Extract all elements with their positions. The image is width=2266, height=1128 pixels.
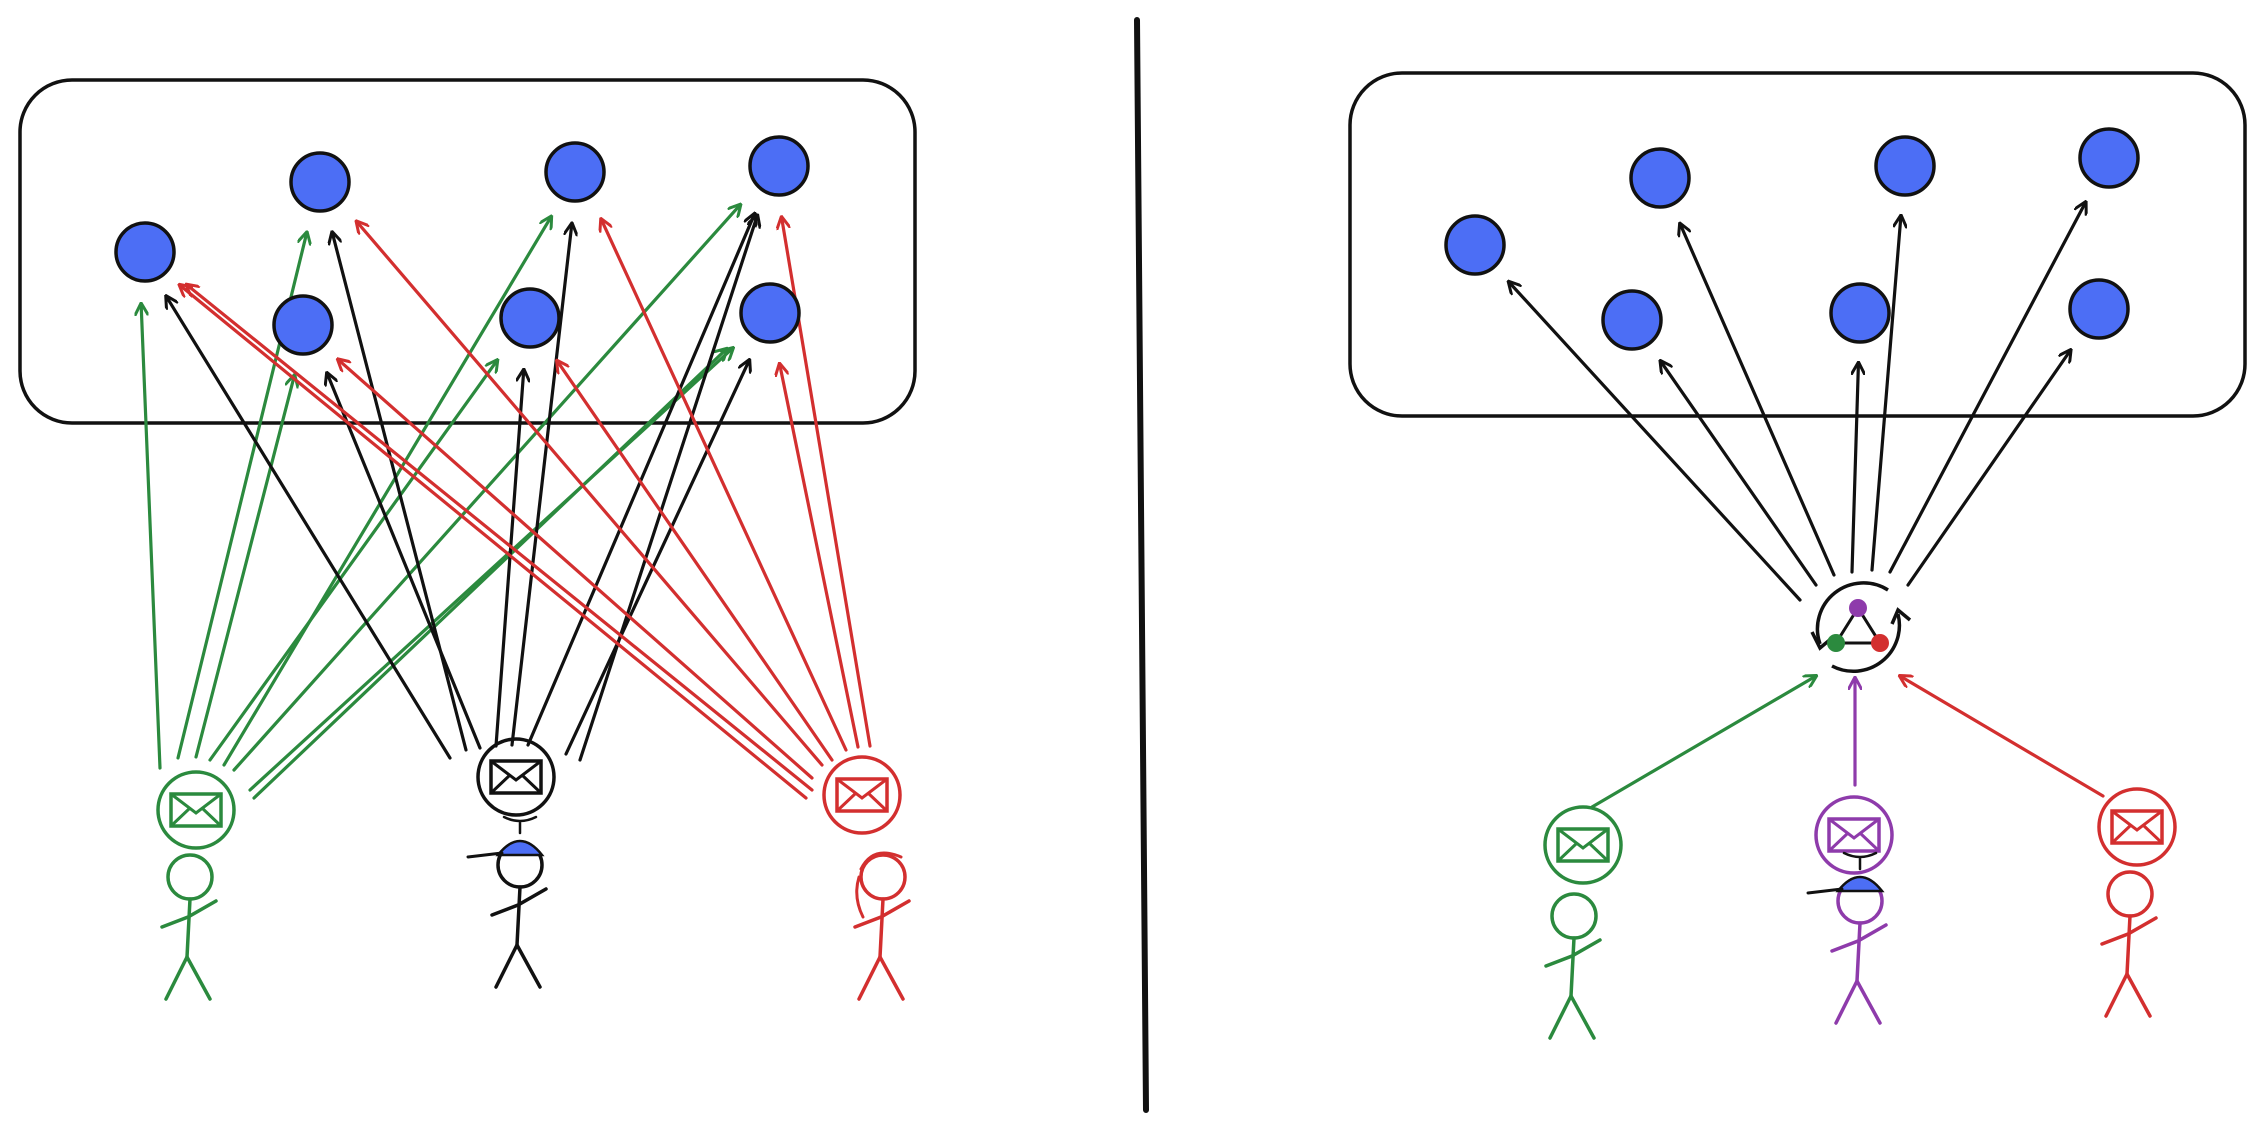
left-node-6: [748, 135, 810, 197]
fanout-arrow-4: [1850, 363, 1858, 574]
node-cluster-box: [1348, 71, 2247, 418]
broadcast-arrows: [141, 205, 872, 800]
right-node-5: [1829, 282, 1891, 344]
red-sender-arrow-4: [557, 361, 834, 762]
consensus-cycle-icon: [1810, 581, 1912, 674]
left-node-4: [544, 141, 606, 203]
black-sender-arrow-4: [494, 370, 524, 748]
senders: [1543, 787, 2177, 1040]
green-sender-arrow-4: [208, 360, 497, 762]
black-sender: [466, 737, 556, 989]
mail-icon: [1814, 795, 1894, 875]
right-node-4: [1874, 135, 1936, 197]
black-sender-arrow-5: [510, 224, 572, 747]
propeller-cap-icon: [466, 815, 545, 859]
black-sender-arrow-6: [526, 214, 755, 747]
panel-divider: [1134, 17, 1149, 1113]
user-figure: [2100, 870, 2158, 1018]
red-sender: [822, 755, 911, 1001]
green-sender-arrow-5: [222, 217, 551, 767]
right-node-2: [1629, 147, 1691, 209]
left-panel: [18, 78, 917, 1001]
fanout-arrow-3: [1680, 224, 1836, 577]
green-sender-arrow-6: [232, 205, 740, 772]
black-sender-arrow-1: [166, 296, 452, 760]
aggregated-arrows: [1509, 202, 2105, 809]
user-figure: [1544, 892, 1602, 1040]
left-node-1: [114, 221, 176, 283]
red-sender-arrow-3: [601, 219, 848, 752]
node-cluster: [1444, 127, 2140, 351]
senders: [156, 737, 911, 1001]
fanout-arrow-5: [1870, 216, 1901, 572]
user-figure: [466, 815, 548, 989]
right-panel: [1348, 71, 2247, 1040]
mail-icon: [2097, 787, 2177, 867]
red-sender: [2097, 787, 2177, 1018]
user-figure: [160, 853, 218, 1001]
red-sender-arrow-8: [180, 285, 808, 800]
red-sender-arrow-6: [338, 359, 814, 780]
red-sender-arrow-2: [780, 364, 860, 749]
propeller-cap-icon: [1806, 851, 1885, 895]
node-cluster: [114, 135, 810, 356]
fanout-arrow-6: [1888, 202, 2086, 574]
green-sender-arrow-7: [248, 348, 733, 792]
green-sender: [1543, 805, 1623, 1040]
green-sender-arrow-8: [252, 349, 727, 800]
purple-sender: [1806, 795, 1894, 1025]
left-node-5: [499, 287, 561, 349]
green-sender-to-aggregator-arrow: [1590, 676, 1816, 809]
mail-icon: [476, 737, 556, 817]
left-node-2: [289, 151, 351, 213]
red-sender-arrow-5: [357, 221, 824, 767]
black-sender-arrow-8: [578, 215, 757, 762]
green-sender-arrow-3: [194, 375, 294, 759]
mail-icon: [1543, 805, 1623, 885]
fanout-arrow-1: [1509, 282, 1802, 602]
user-figure: [1806, 851, 1888, 1025]
left-node-3: [272, 294, 334, 356]
green-sender-arrow-1: [141, 304, 162, 770]
fanout-arrow-7: [1906, 350, 2071, 587]
mail-icon: [822, 755, 902, 835]
user-figure: [853, 851, 911, 1001]
red-sender-arrow-7: [187, 285, 814, 792]
black-sender-arrow-7: [564, 360, 749, 756]
red-sender-to-aggregator-arrow: [1900, 676, 2105, 798]
right-node-1: [1444, 214, 1506, 276]
left-node-7: [739, 282, 801, 344]
right-node-6: [2078, 127, 2140, 189]
green-sender: [156, 770, 236, 1001]
black-sender-arrow-3: [327, 373, 482, 750]
mail-icon: [156, 770, 236, 850]
right-node-3: [1601, 289, 1663, 351]
node-cluster-box: [18, 78, 917, 425]
black-sender-arrow-2: [332, 232, 468, 752]
fanout-arrow-2: [1661, 361, 1818, 587]
right-node-7: [2068, 278, 2130, 340]
